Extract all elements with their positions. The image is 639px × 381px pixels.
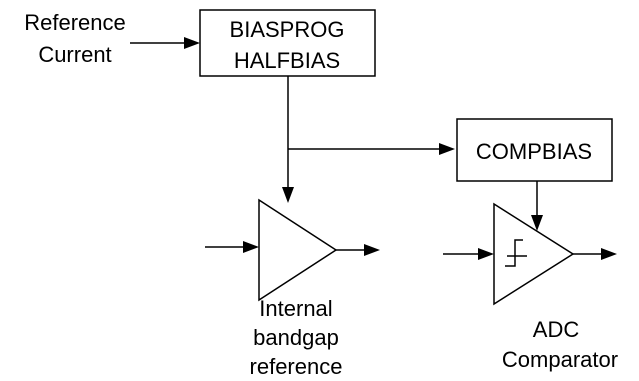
- halfbias-label: HALFBIAS: [234, 48, 340, 73]
- compbias-box: [456, 118, 613, 182]
- arrowhead-icon: [282, 187, 294, 203]
- amplifier-triangle-icon: [258, 198, 338, 302]
- biasprog-label: BIASPROG: [230, 17, 345, 42]
- bandgap-label-line2: bandgap: [253, 325, 339, 350]
- compbias-label: COMPBIAS: [476, 139, 592, 164]
- biasprog-halfbias-block: BIASPROG HALFBIAS: [199, 9, 376, 77]
- reference-current-label: Reference Current: [24, 10, 126, 67]
- arrowhead-icon: [601, 248, 617, 260]
- compbias-block: COMPBIAS: [456, 118, 613, 182]
- arrowhead-icon: [439, 143, 455, 155]
- bandgap-label-line3: reference: [250, 354, 343, 379]
- adc-comparator-line2: Comparator: [502, 347, 618, 372]
- arrowhead-icon: [184, 37, 200, 49]
- adc-comparator-line1: ADC: [533, 317, 580, 342]
- reference-current-line1: Reference: [24, 10, 126, 35]
- bandgap-label: Internal bandgap reference: [250, 296, 343, 379]
- arrowhead-icon: [531, 215, 543, 231]
- arrowhead-icon: [478, 248, 494, 260]
- arrowhead-icon: [364, 244, 380, 256]
- arrowhead-icon: [243, 241, 259, 253]
- bandgap-label-line1: Internal: [259, 296, 332, 321]
- hysteresis-step-icon: [505, 239, 523, 267]
- adc-comparator-label: ADC Comparator: [502, 317, 618, 372]
- reference-current-line2: Current: [38, 42, 111, 67]
